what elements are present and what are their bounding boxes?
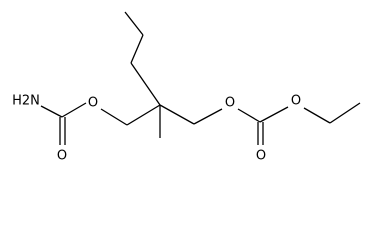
bond-propyl-c3-c2 (124, 11, 144, 36)
atom-label-o-carbamate-ester: O (88, 96, 98, 111)
bond-ch2-right-o (193, 108, 223, 125)
atom-label-o-carbonate-ester-right: O (291, 94, 301, 109)
bond-o-ethyl-ch2 (303, 107, 331, 124)
chemical-structure: H2N O O O O O (12, 11, 361, 164)
atom-label-nh2: H2N (12, 94, 40, 109)
bond-propyl-c1-quaternary (130, 62, 161, 106)
bond-o-carbamate-carbon (61, 102, 87, 118)
bond-o-carbonate-carbon (237, 108, 261, 123)
bond-carbamate-carbon-n (40, 105, 63, 118)
bond-carbonate-carbon-o (259, 106, 289, 123)
bond-propyl-c2-c1 (130, 34, 144, 64)
bond-quaternary-ch2-left (126, 104, 161, 126)
bond-ethyl-ch2-ch3 (329, 102, 361, 124)
atom-label-o-carbonate-carbonyl: O (256, 149, 266, 164)
atom-label-o-carbamate-carbonyl: O (57, 149, 67, 164)
atom-label-o-carbonate-ester-left: O (225, 96, 235, 111)
bond-quaternary-ch2-right (159, 104, 195, 125)
bond-ch2-left-o (100, 108, 128, 126)
